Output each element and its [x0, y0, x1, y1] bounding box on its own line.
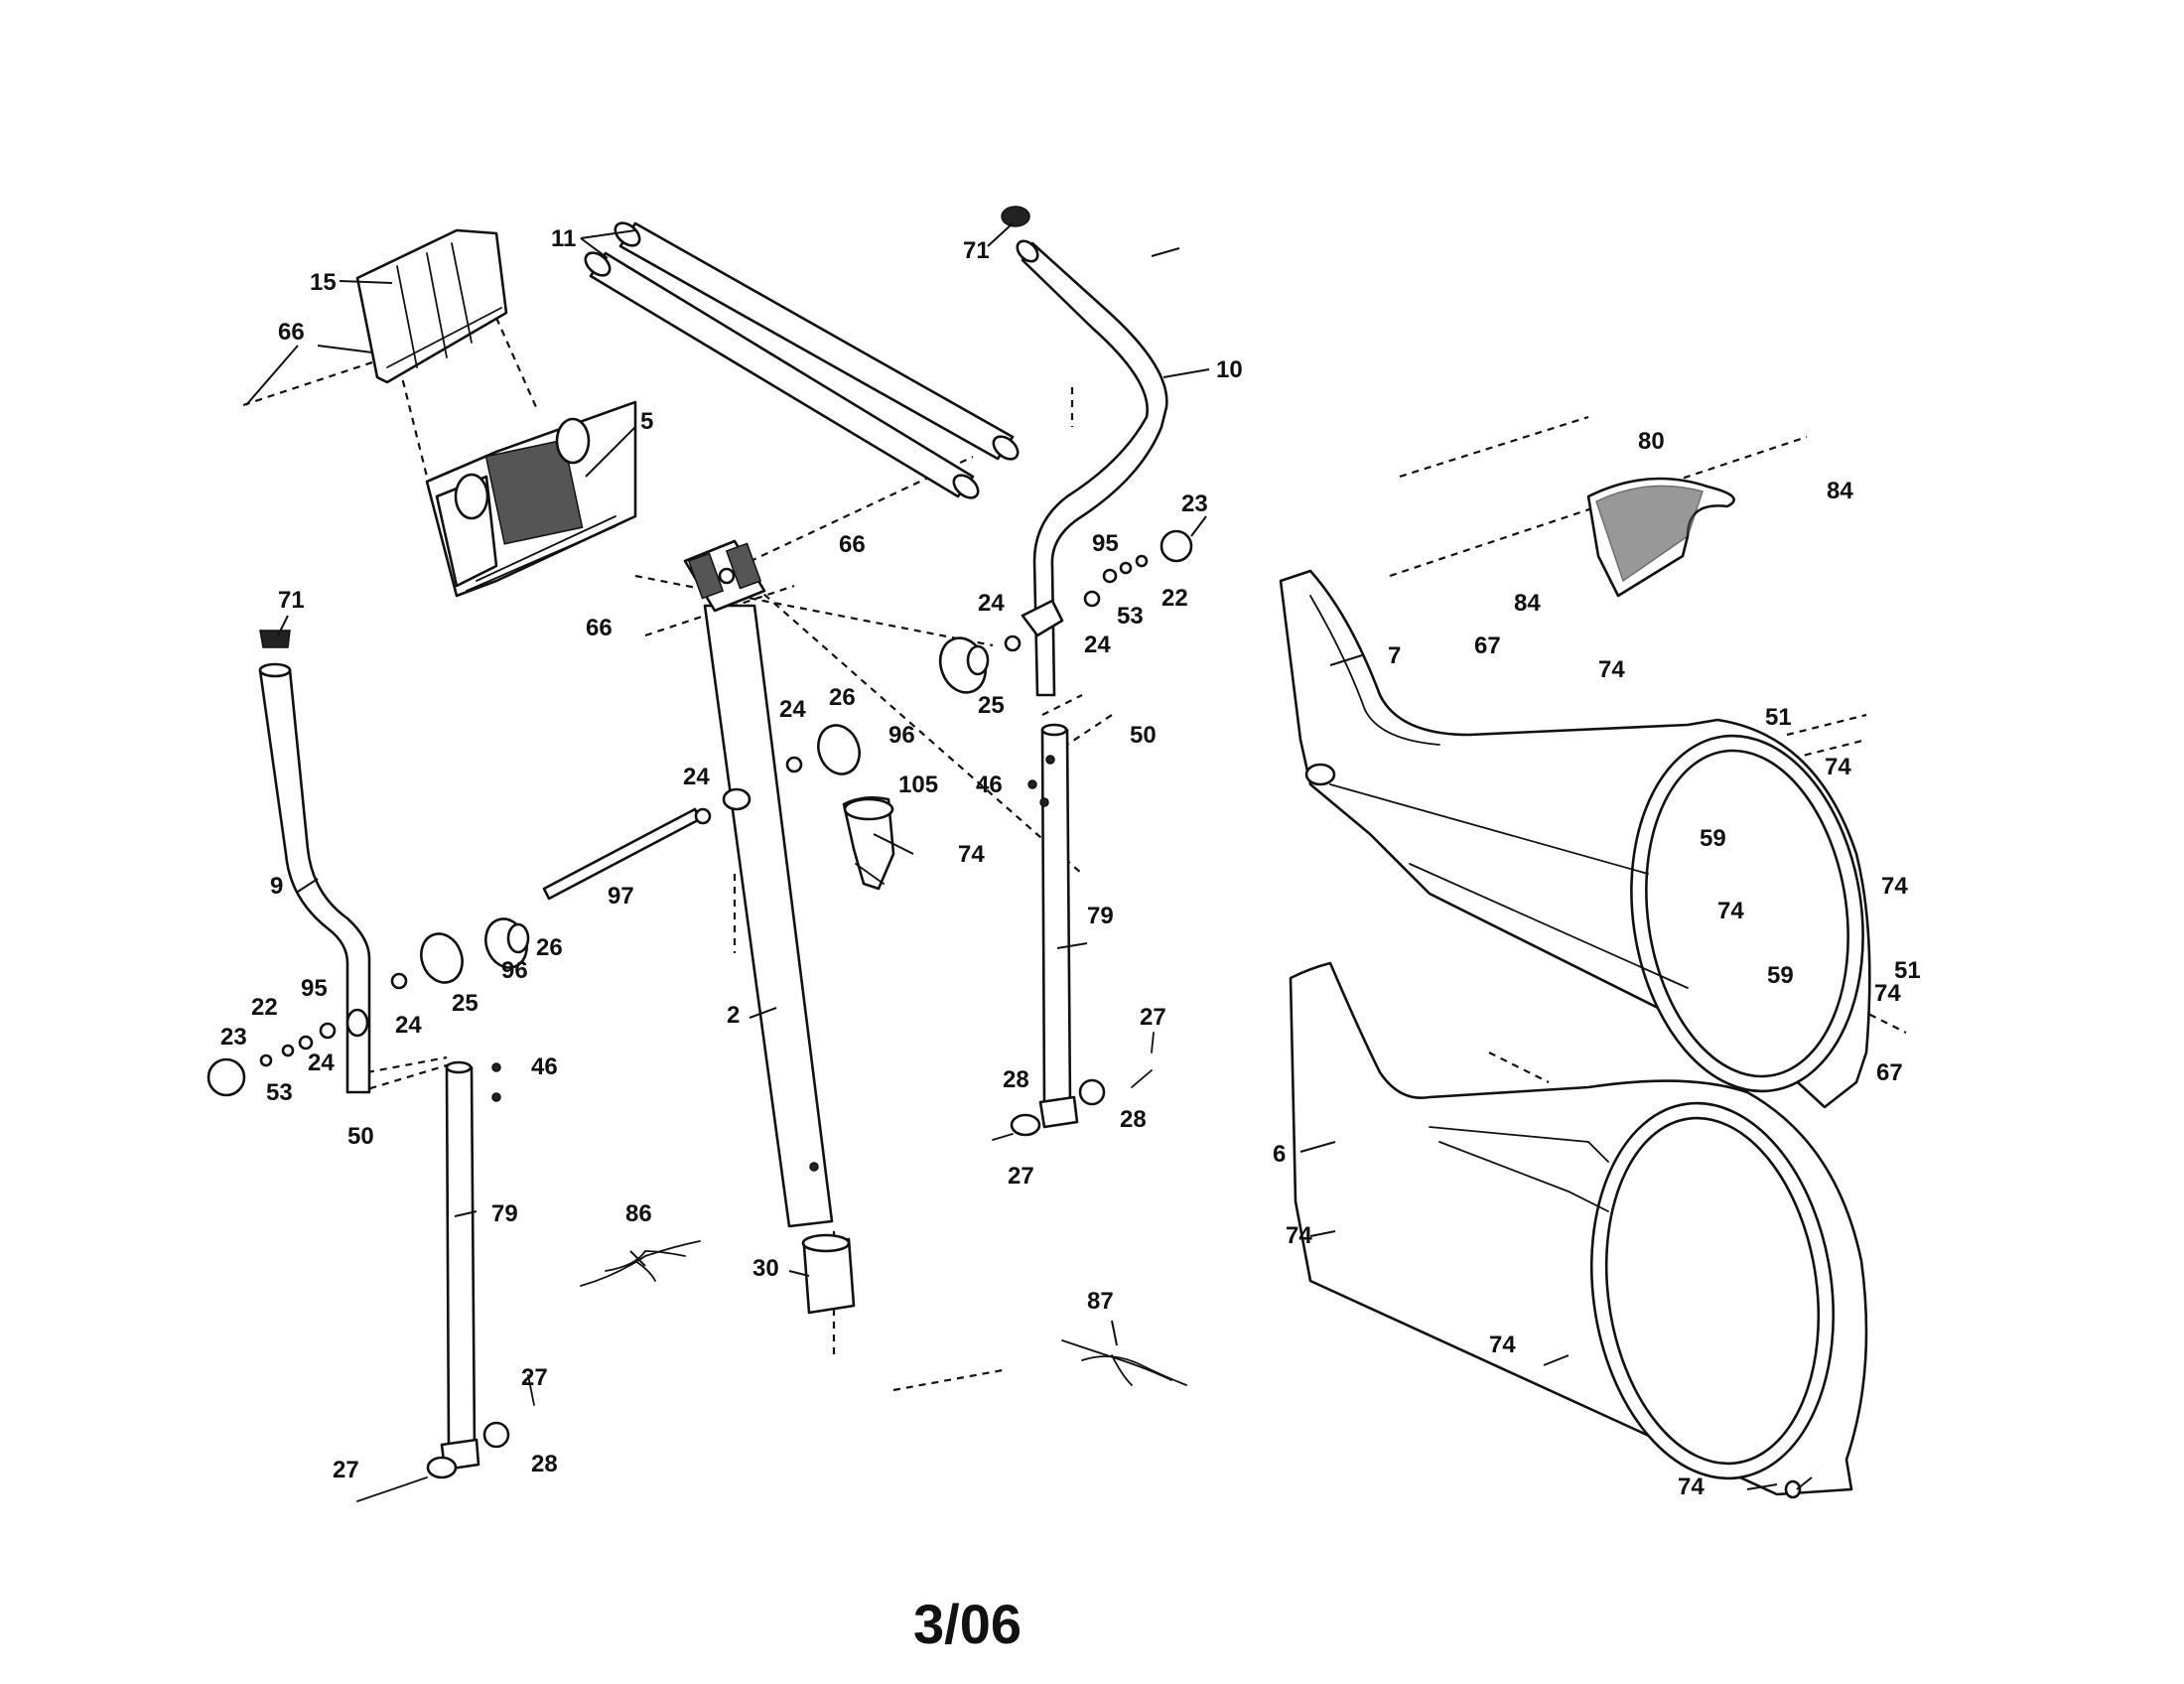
callout-74: 74 — [1286, 1222, 1312, 1249]
callout-labels: 71 71 15 66 66 66 11 10 5 80 84 84 23 23… — [220, 225, 1921, 1500]
callout-23: 23 — [1181, 491, 1208, 517]
callout-74: 74 — [1881, 873, 1908, 900]
wire-harness-86 — [580, 1240, 701, 1287]
callout-22: 22 — [251, 994, 278, 1021]
callout-79: 79 — [1087, 903, 1114, 929]
callout-80: 80 — [1638, 428, 1665, 455]
callout-51: 51 — [1894, 957, 1921, 984]
callout-96: 96 — [888, 722, 915, 749]
callout-74: 74 — [1825, 754, 1851, 780]
handlebar-tubes — [584, 221, 1020, 499]
callout-84: 84 — [1514, 590, 1541, 617]
callout-11: 11 — [551, 225, 576, 252]
callout-46: 46 — [531, 1053, 558, 1080]
right-shield — [1279, 569, 1871, 1109]
callout-79: 79 — [491, 1200, 518, 1227]
console — [425, 400, 637, 598]
left-shield — [1289, 961, 1868, 1499]
right-lower-arm — [992, 723, 1155, 1141]
bearings — [206, 529, 1193, 1097]
callout-71: 71 — [963, 237, 990, 264]
callout-25: 25 — [452, 990, 478, 1017]
callout-97: 97 — [608, 883, 634, 910]
callout-86: 86 — [625, 1200, 652, 1227]
callout-74: 74 — [1678, 1474, 1705, 1500]
callout-53: 53 — [1117, 603, 1144, 630]
callout-67: 67 — [1876, 1059, 1903, 1086]
callout-74: 74 — [958, 841, 985, 868]
callout-27: 27 — [521, 1364, 548, 1391]
upright-cap — [801, 1233, 856, 1315]
callout-84: 84 — [1827, 478, 1853, 504]
callout-6: 6 — [1273, 1141, 1286, 1168]
callout-66: 66 — [586, 615, 613, 641]
callout-28: 28 — [1120, 1106, 1147, 1133]
callout-24: 24 — [308, 1050, 335, 1076]
callout-53: 53 — [266, 1079, 293, 1106]
upright-post — [683, 539, 834, 1228]
callout-22: 22 — [1161, 585, 1188, 612]
callout-71: 71 — [278, 587, 305, 614]
callout-27: 27 — [1140, 1004, 1166, 1031]
callout-24: 24 — [395, 1012, 422, 1039]
callout-7: 7 — [1388, 642, 1401, 669]
water-bottle-holder — [842, 796, 895, 891]
callout-24: 24 — [683, 764, 710, 790]
callout-87: 87 — [1087, 1288, 1114, 1315]
callout-95: 95 — [1092, 530, 1119, 557]
callout-50: 50 — [347, 1123, 374, 1150]
callout-59: 59 — [1700, 825, 1726, 852]
callout-26: 26 — [536, 934, 563, 961]
callout-23: 23 — [220, 1024, 247, 1051]
console-cover — [355, 228, 508, 384]
callout-24: 24 — [978, 590, 1005, 617]
diagram-date: 3/06 — [913, 1593, 1022, 1655]
callout-51: 51 — [1765, 704, 1792, 731]
left-lower-arm — [356, 1060, 535, 1502]
wire-harness-87 — [1061, 1339, 1187, 1386]
callout-66: 66 — [278, 319, 305, 346]
callout-74: 74 — [1874, 980, 1901, 1007]
callout-66: 66 — [839, 531, 866, 558]
callout-9: 9 — [270, 873, 283, 900]
leader-lines — [245, 222, 1813, 1490]
callout-96: 96 — [501, 957, 528, 984]
callout-5: 5 — [640, 408, 653, 435]
callout-15: 15 — [310, 269, 337, 296]
callout-67: 67 — [1474, 632, 1501, 659]
callout-27: 27 — [333, 1457, 359, 1483]
callout-27: 27 — [1008, 1163, 1034, 1190]
callout-74: 74 — [1598, 656, 1625, 683]
callout-30: 30 — [752, 1255, 779, 1282]
callout-95: 95 — [301, 975, 328, 1002]
callout-59: 59 — [1767, 962, 1794, 989]
callout-28: 28 — [1003, 1066, 1029, 1093]
callout-74: 74 — [1717, 898, 1744, 924]
callout-105: 105 — [898, 772, 938, 798]
callout-46: 46 — [976, 772, 1003, 798]
right-upper-arm — [1001, 206, 1168, 697]
mesh-panel — [1586, 477, 1735, 598]
callout-10: 10 — [1216, 356, 1243, 383]
left-upper-arm — [258, 630, 371, 1094]
callout-74: 74 — [1489, 1332, 1516, 1358]
callout-24: 24 — [779, 696, 806, 723]
callout-2: 2 — [727, 1002, 740, 1029]
callout-25: 25 — [978, 692, 1005, 719]
callout-24: 24 — [1084, 632, 1111, 658]
callout-50: 50 — [1130, 722, 1157, 749]
callout-28: 28 — [531, 1451, 558, 1477]
callout-26: 26 — [829, 684, 856, 711]
